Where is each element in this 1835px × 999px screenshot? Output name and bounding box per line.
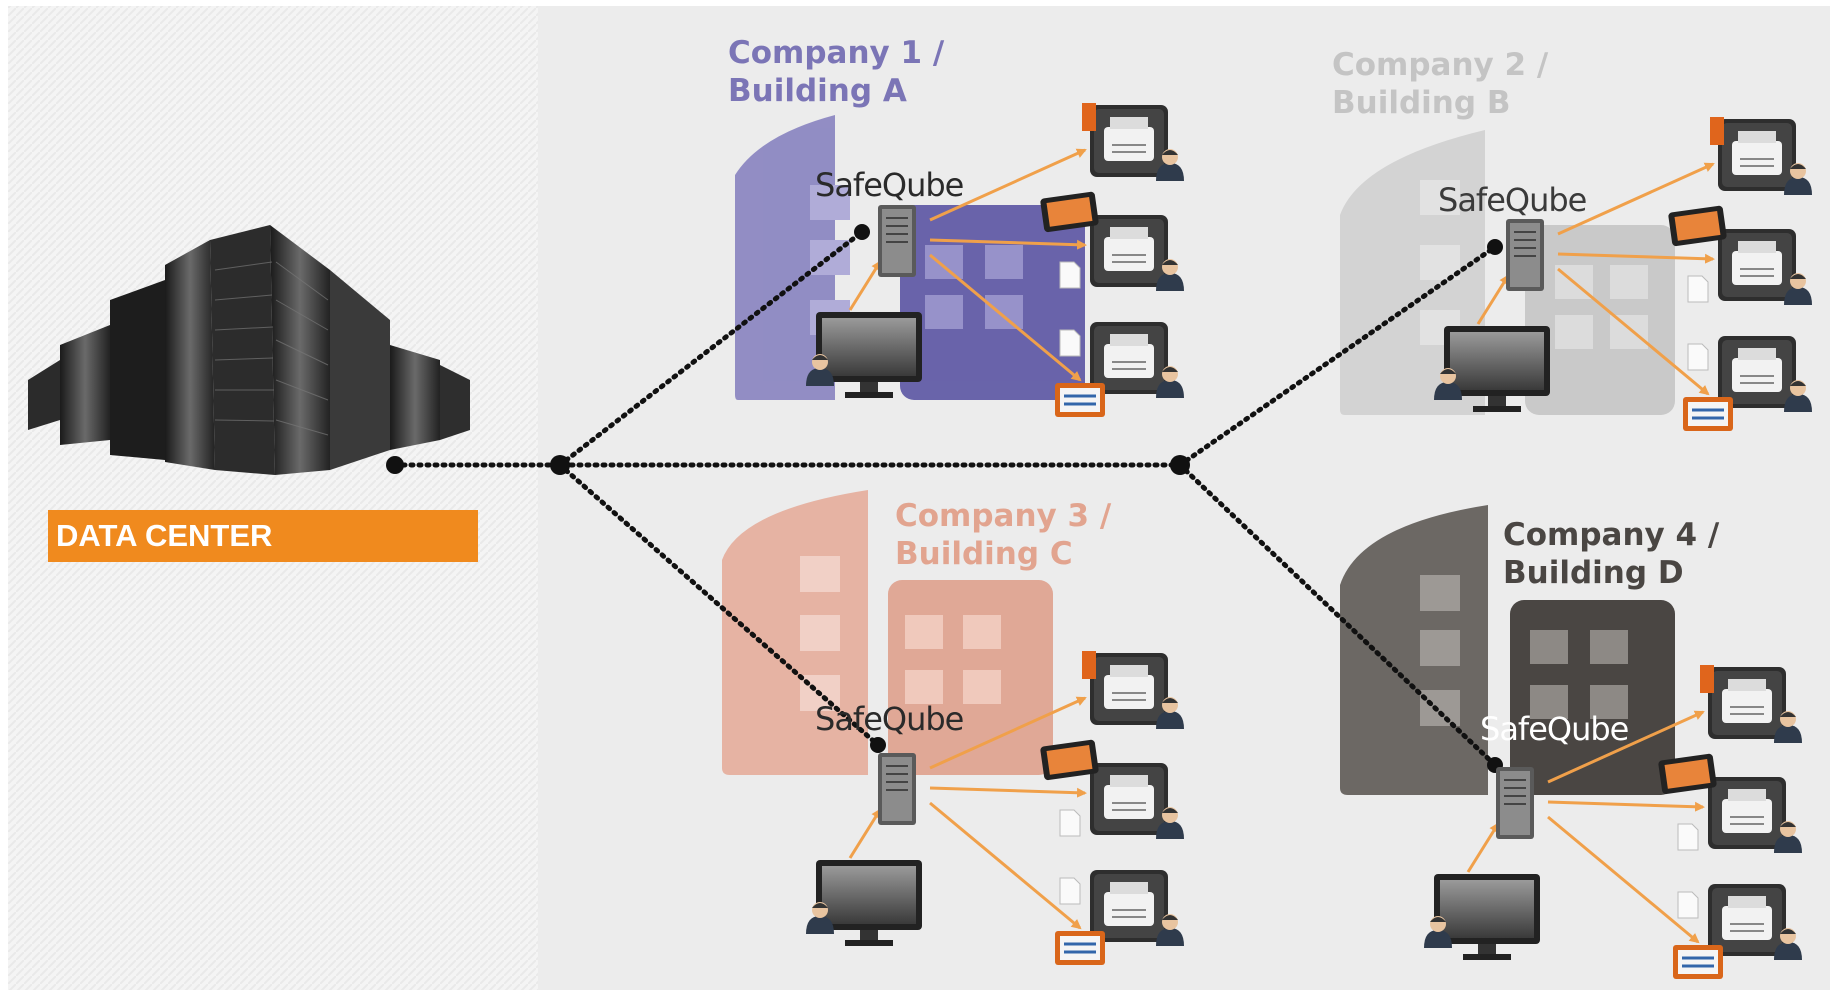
workstation-monitor-icon: [816, 312, 922, 398]
print-flow-arrows: [1476, 162, 1715, 396]
printer-icon: [1090, 215, 1168, 287]
site-a-safequbelabel: SafeQube: [815, 166, 964, 204]
release-terminal-icon: [1673, 945, 1723, 979]
printer-icon: [1090, 763, 1168, 835]
tablet-icon: [1668, 205, 1727, 247]
site-a-building-label: Building A: [728, 73, 907, 109]
site-c-safequbelabel: SafeQube: [815, 700, 964, 738]
left-panel-background: [8, 6, 538, 990]
site-a-company-label: Company 1 /: [728, 35, 945, 71]
release-terminal-icon: [1055, 383, 1105, 417]
data-center-label: DATA CENTER: [48, 510, 478, 562]
site-c-company-label: Company 3 /: [895, 498, 1112, 534]
link-site-a: [557, 229, 865, 468]
user-icon: [1424, 916, 1452, 948]
building-c: [722, 490, 1053, 775]
user-icon: [1156, 149, 1184, 181]
site-d-equipment: [1424, 665, 1802, 979]
workstation-monitor-icon: [1434, 874, 1540, 960]
card-reader-icon: [1082, 651, 1096, 679]
print-flow-arrows: [1466, 710, 1705, 944]
data-center-servers-icon: [28, 225, 470, 475]
network-nodes: [386, 224, 1503, 773]
user-icon: [1784, 163, 1812, 195]
workstation-monitor-icon: [1444, 326, 1550, 412]
card-reader-icon: [1700, 665, 1714, 693]
printer-icon: [1090, 870, 1168, 942]
user-icon: [1156, 914, 1184, 946]
printer-icon: [1090, 322, 1168, 394]
site-b-company-label: Company 2 /: [1332, 47, 1549, 83]
release-terminal-icon: [1683, 397, 1733, 431]
link-site-d: [1177, 462, 1498, 768]
site-b-equipment: [1434, 117, 1812, 431]
workstation-monitor-icon: [816, 860, 922, 946]
user-icon: [1784, 380, 1812, 412]
tablet-icon: [1658, 753, 1717, 795]
user-icon: [1156, 259, 1184, 291]
safequbeserver-icon: [1496, 767, 1534, 839]
card-reader-icon: [1082, 103, 1096, 131]
document-icon: [1677, 823, 1699, 851]
printer-icon: [1708, 884, 1786, 956]
site-b-safequbelabel: SafeQube: [1438, 181, 1587, 219]
printer-icon: [1090, 105, 1168, 177]
user-icon: [1774, 821, 1802, 853]
printer-icon: [1090, 653, 1168, 725]
site-a-equipment: [806, 103, 1184, 417]
user-icon: [806, 354, 834, 386]
print-flow-arrows: [848, 148, 1087, 382]
printer-icon: [1718, 336, 1796, 408]
card-reader-icon: [1710, 117, 1724, 145]
link-site-c: [557, 462, 881, 748]
site-c-equipment: [806, 651, 1184, 965]
user-icon: [806, 902, 834, 934]
site-c-building-label: Building C: [895, 536, 1073, 572]
release-terminal-icon: [1055, 931, 1105, 965]
site-d-building-label: Building D: [1503, 555, 1684, 591]
printer-icon: [1718, 119, 1796, 191]
tablet-icon: [1040, 739, 1099, 781]
link-site-b: [1177, 244, 1498, 468]
safequbeserver-icon: [878, 753, 916, 825]
document-icon: [1687, 275, 1709, 303]
document-icon: [1059, 329, 1081, 357]
user-icon: [1784, 273, 1812, 305]
user-icon: [1774, 711, 1802, 743]
tablet-icon: [1040, 191, 1099, 233]
document-icon: [1059, 261, 1081, 289]
user-icon: [1434, 368, 1462, 400]
site-d-company-label: Company 4 /: [1503, 517, 1720, 553]
user-icon: [1156, 366, 1184, 398]
site-d-safequbelabel: SafeQube: [1480, 710, 1629, 748]
document-icon: [1677, 891, 1699, 919]
printer-icon: [1708, 667, 1786, 739]
document-icon: [1059, 877, 1081, 905]
safequbeserver-icon: [878, 205, 916, 277]
safequbeserver-icon: [1506, 219, 1544, 291]
network-links: [392, 229, 1498, 768]
printer-icon: [1708, 777, 1786, 849]
site-b-building-label: Building B: [1332, 85, 1511, 121]
document-icon: [1687, 343, 1709, 371]
printer-icon: [1718, 229, 1796, 301]
print-flow-arrows: [848, 696, 1087, 930]
document-icon: [1059, 809, 1081, 837]
user-icon: [1774, 928, 1802, 960]
user-icon: [1156, 697, 1184, 729]
user-icon: [1156, 807, 1184, 839]
